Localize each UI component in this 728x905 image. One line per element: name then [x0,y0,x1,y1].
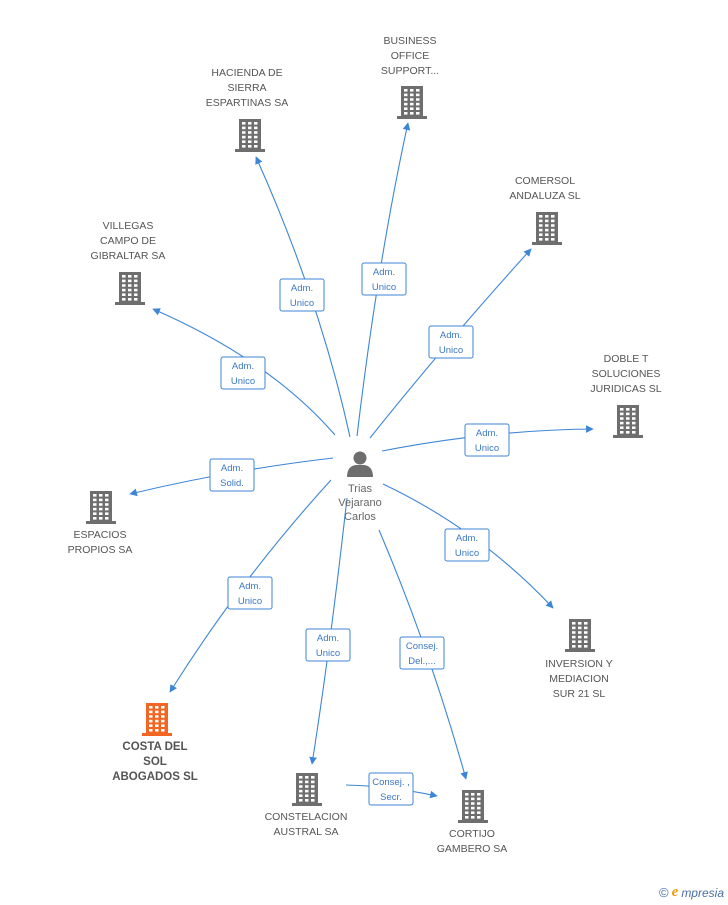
company-name: OFFICE [391,50,430,62]
company-node-constelacion[interactable]: CONSTELACION AUSTRAL SA [265,773,348,838]
role-label: Adm. [456,533,478,544]
building-icon [235,119,265,152]
person-name: Carlos [344,511,376,523]
company-name: CONSTELACION [265,811,348,823]
role-label: Unico [475,443,499,454]
company-name: AUSTRAL SA [274,826,339,838]
company-name: SIERRA [227,82,266,94]
role-label: Adm. [317,633,339,644]
role-box-comersol[interactable]: Adm. Unico [428,325,474,359]
company-node-comersol[interactable]: COMERSOL ANDALUZA SL [509,175,581,245]
company-name: SOL [143,756,167,768]
company-name: HACIENDA DE [211,67,282,79]
role-label: Adm. [373,267,395,278]
company-name: GIBRALTAR SA [91,250,166,262]
company-node-villegas[interactable]: VILLEGAS CAMPO DE GIBRALTAR SA [91,220,166,305]
company-name: ABOGADOS SL [112,771,198,783]
company-node-business[interactable]: BUSINESS OFFICE SUPPORT... [381,35,439,119]
company-name: ESPACIOS [74,529,127,541]
company-name: INVERSION Y [545,658,613,670]
copyright-icon: © [659,885,669,900]
role-label: Unico [372,282,396,293]
person-name: Trias [348,483,373,495]
company-node-espacios[interactable]: ESPACIOS PROPIOS SA [68,491,133,556]
company-node-cortijo[interactable]: CORTIJO GAMBERO SA [437,790,508,855]
company-name: VILLEGAS [103,220,154,232]
company-node-hacienda[interactable]: HACIENDA DE SIERRA ESPARTINAS SA [206,67,288,152]
role-box-espacios[interactable]: Adm. Solid. [209,458,255,492]
role-box-constelacion[interactable]: Adm. Unico [305,628,351,662]
role-label: Solid. [220,478,244,489]
company-name: CORTIJO [449,828,495,840]
company-name: COMERSOL [515,175,575,187]
role-box-cortijo[interactable]: Consej. Del.,... [399,636,445,670]
role-label: Del.,... [408,656,435,667]
building-icon [613,405,643,438]
company-node-inversion[interactable]: INVERSION Y MEDIACION SUR 21 SL [545,619,613,700]
role-label: Unico [290,298,314,309]
company-node-doblet[interactable]: DOBLE T SOLUCIONES JURIDICAS SL [590,353,662,438]
building-icon [292,773,322,806]
role-box-cortijo[interactable]: Consej. , Secr. [368,772,414,806]
company-name: SUPPORT... [381,65,439,77]
company-name: ESPARTINAS SA [206,97,288,109]
role-label: Adm. [239,581,261,592]
role-label: Adm. [221,463,243,474]
role-box-business[interactable]: Adm. Unico [361,262,407,296]
role-label: Adm. [476,428,498,439]
company-name: COSTA DEL [122,741,187,753]
role-label: Consej. , [372,777,410,788]
building-icon [565,619,595,652]
role-box-hacienda[interactable]: Adm. Unico [279,278,325,312]
role-label: Consej. [406,641,438,652]
role-box-inversion[interactable]: Adm. Unico [444,528,490,562]
company-name: MEDIACION [549,673,609,685]
company-name: DOBLE T [604,353,649,365]
building-icon [532,212,562,245]
company-name: PROPIOS SA [68,544,133,556]
company-name: BUSINESS [383,35,436,47]
role-box-villegas[interactable]: Adm. Unico [220,356,266,390]
role-label: Unico [439,345,463,356]
role-label: Adm. [232,361,254,372]
role-label: Secr. [380,792,402,803]
role-box-costa[interactable]: Adm. Unico [227,576,273,610]
building-icon [142,703,172,736]
brand-name: mpresia [681,885,724,900]
empresia-logo-icon: e [671,884,679,900]
building-icon [115,272,145,305]
person-icon [347,451,373,477]
company-name: GAMBERO SA [437,843,508,855]
role-label: Unico [455,548,479,559]
company-name: SOLUCIONES [592,368,661,380]
person-name: Vejarano [338,497,381,509]
company-name: JURIDICAS SL [590,383,661,395]
company-name: CAMPO DE [100,235,156,247]
building-icon [458,790,488,823]
building-icon [86,491,116,524]
company-name: SUR 21 SL [553,688,606,700]
role-label: Unico [238,596,262,607]
role-label: Unico [316,648,340,659]
role-label: Adm. [291,283,313,294]
company-name: ANDALUZA SL [509,190,580,202]
building-icon [397,86,427,119]
role-label: Adm. [440,330,462,341]
role-label: Unico [231,376,255,387]
company-node-costa[interactable]: COSTA DEL SOL ABOGADOS SL [112,703,198,783]
role-box-doblet[interactable]: Adm. Unico [464,423,510,457]
